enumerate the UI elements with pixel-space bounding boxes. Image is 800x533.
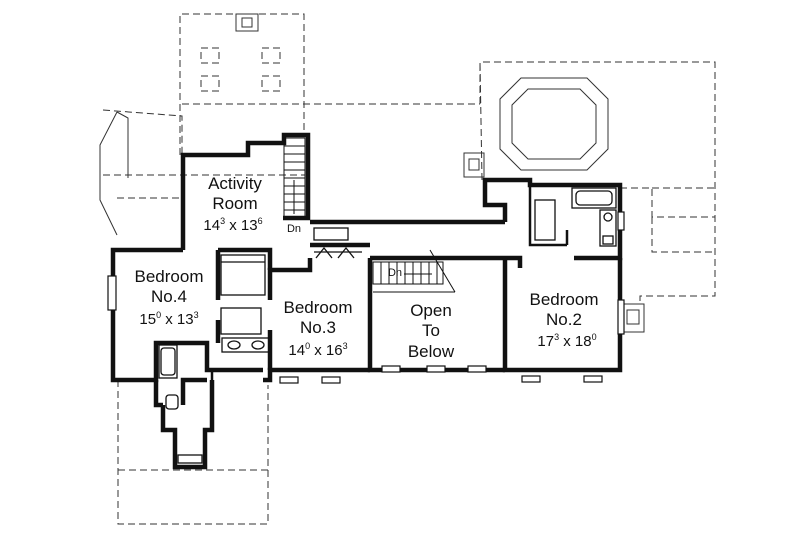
activity-room-dims: 143 x 136 bbox=[203, 216, 262, 234]
windows bbox=[107, 211, 625, 384]
room-labels: Activity Room 143 x 136 Dn Bedroom No.4 … bbox=[135, 174, 599, 361]
activity-room-name-line1: Activity bbox=[208, 174, 262, 193]
open-to-below-line3: Below bbox=[408, 342, 455, 361]
fixtures bbox=[158, 187, 617, 464]
bedroom4-name-line1: Bedroom bbox=[135, 267, 204, 286]
bedroom4-dims: 150 x 133 bbox=[139, 310, 198, 328]
bedroom2-name-line2: No.2 bbox=[546, 310, 582, 329]
walls bbox=[110, 132, 623, 470]
open-to-below-line2: To bbox=[422, 321, 440, 340]
stairs bbox=[283, 137, 456, 293]
open-to-below-line1: Open bbox=[410, 301, 452, 320]
roof-lines bbox=[99, 13, 716, 525]
bedroom4-name-line2: No.4 bbox=[151, 287, 187, 306]
activity-stair-down-label: Dn bbox=[287, 223, 301, 235]
bedroom3-dims: 140 x 163 bbox=[288, 341, 347, 359]
bedroom3-name-line2: No.3 bbox=[300, 318, 336, 337]
activity-room-name-line2: Room bbox=[212, 194, 257, 213]
open-stair-down-label: Dn bbox=[388, 267, 402, 279]
bedroom2-dims: 173 x 180 bbox=[537, 332, 596, 350]
bedroom2-name-line1: Bedroom bbox=[530, 290, 599, 309]
bedroom3-name-line1: Bedroom bbox=[284, 298, 353, 317]
